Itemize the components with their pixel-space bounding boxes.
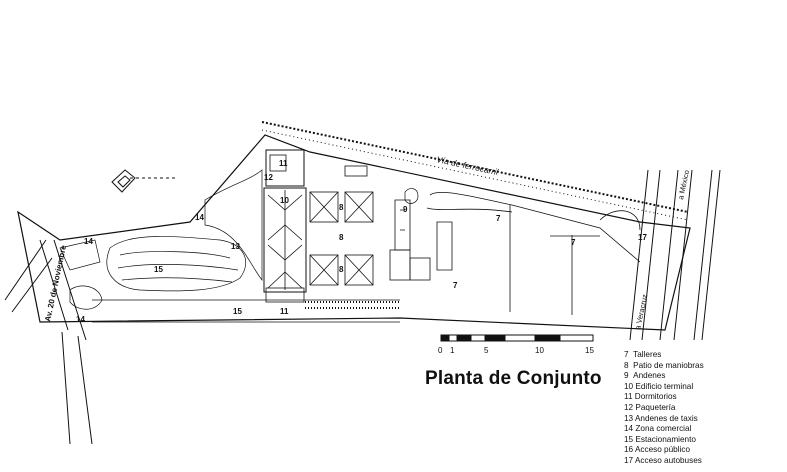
zone-number: 7 bbox=[453, 281, 458, 290]
zone-number: 13 bbox=[231, 242, 240, 251]
legend-item: 9 Andenes bbox=[624, 371, 666, 381]
zone-number: 17 bbox=[638, 233, 647, 242]
zone-number: 7 bbox=[496, 214, 501, 223]
legend-item: 8 Patio de maniobras bbox=[624, 360, 704, 370]
railway-line bbox=[261, 121, 689, 213]
avenue-road bbox=[4, 239, 93, 445]
zone-number: 7 bbox=[571, 238, 576, 247]
zone-number: 8 bbox=[339, 203, 344, 212]
garden-trees bbox=[59, 169, 419, 310]
legend-item: 16 Acceso público bbox=[624, 445, 691, 455]
railway-label: Vía de ferrocarril bbox=[436, 154, 501, 177]
zone-number: 10 bbox=[280, 196, 289, 205]
legend-item: 12 Paquetería bbox=[624, 402, 676, 412]
legend-item: 11 Dormitorios bbox=[624, 392, 677, 402]
zone-number: 15 bbox=[154, 265, 163, 274]
legend-item: 15 Estacionamiento bbox=[624, 434, 696, 444]
legend-item: 17 Acceso autobuses bbox=[624, 455, 702, 465]
zone-number: 12 bbox=[264, 173, 273, 182]
site-outline bbox=[17, 134, 691, 331]
zone-number: 14 bbox=[76, 315, 85, 324]
legend: 7 Talleres 8 Patio de maniobras 9 Andene… bbox=[624, 350, 704, 467]
zone-number: 14 bbox=[84, 237, 93, 246]
zone-number: 8 bbox=[339, 265, 344, 274]
legend-item: 7 Talleres bbox=[624, 350, 662, 359]
bus-yard-roofs bbox=[309, 165, 374, 286]
zone-number: 11 bbox=[280, 307, 289, 316]
zone-number: 9 bbox=[403, 205, 408, 214]
to-veracruz-label: a Veracruz bbox=[633, 293, 649, 330]
scale-tick: 10 bbox=[535, 346, 544, 355]
avenue-label: Av. 20 de Noviembre bbox=[43, 244, 68, 323]
legend-item: 10 Edificio terminal bbox=[624, 381, 694, 391]
north-arrow bbox=[111, 169, 136, 193]
scale-tick: 15 bbox=[585, 346, 594, 355]
zone-number: 11 bbox=[279, 159, 288, 168]
highway-road bbox=[629, 169, 721, 341]
zone-number: 14 bbox=[195, 213, 204, 222]
zone-number: 8 bbox=[339, 233, 344, 242]
zone-number: 15 bbox=[233, 307, 242, 316]
terminal-building bbox=[263, 187, 307, 293]
legend-item: 13 Andenes de taxis bbox=[624, 413, 698, 423]
legend-item: 14 Zona comercial bbox=[624, 424, 692, 434]
scale-tick: 0 bbox=[438, 346, 443, 355]
scale-tick: 5 bbox=[484, 346, 489, 355]
plan-title: Planta de Conjunto bbox=[425, 368, 602, 389]
scale-bar bbox=[440, 334, 594, 342]
scale-tick: 1 bbox=[450, 346, 455, 355]
